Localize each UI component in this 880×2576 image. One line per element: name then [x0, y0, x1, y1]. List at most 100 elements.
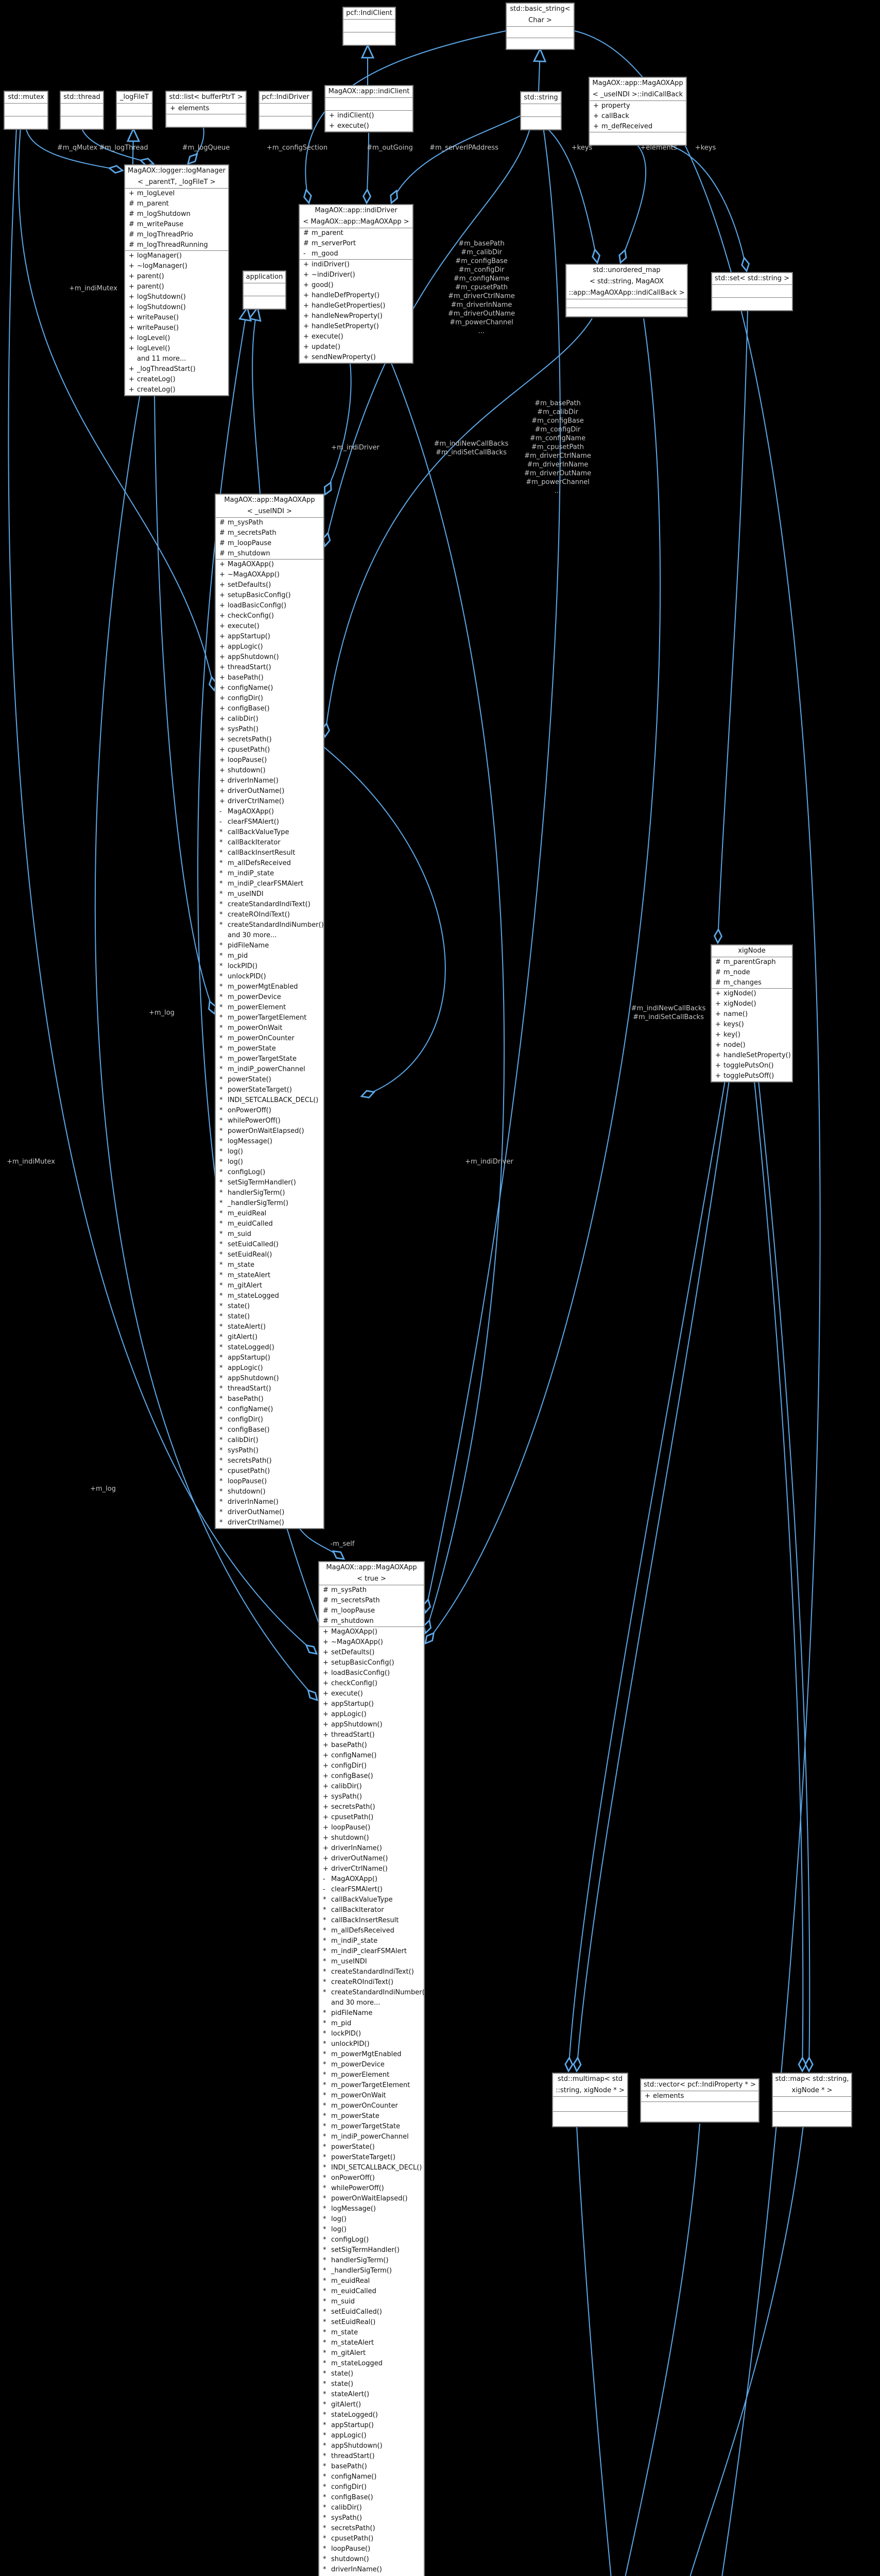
member-name: m_sysPath	[228, 519, 263, 527]
member-visibility: *	[219, 870, 223, 877]
member-visibility: *	[323, 2504, 326, 2512]
member-row: *m_indiP_powerChannel	[319, 2132, 424, 2142]
member-name: createStandardIndiText()	[331, 1968, 414, 1976]
member-name: appLogic()	[331, 1710, 367, 1718]
class-node-magaoxapp-useindi[interactable]: MagAOX::app::MagAOXApp< _useINDI >#m_sys…	[215, 494, 324, 1529]
class-title-line: std::multimap< std	[557, 2075, 623, 2083]
member-row: +xigNode()	[712, 999, 792, 1009]
member-row: *handlerSigTerm()	[319, 2256, 424, 2266]
class-node-indidriver[interactable]: MagAOX::app::indiDriver< MagAOX::app::Ma…	[299, 204, 413, 364]
member-visibility: +	[219, 715, 225, 723]
class-node-multimap[interactable]: std::multimap< std::string, xigNode * >	[552, 2073, 628, 2127]
member-name: powerStateTarget()	[331, 2154, 395, 2161]
edge-label: +keys	[695, 144, 716, 152]
member-name: callBack	[601, 112, 629, 120]
class-node-unordered-map[interactable]: std::unordered_map< std::string, MagAOX:…	[565, 264, 688, 317]
member-row: #m_parentGraph	[712, 957, 792, 968]
member-row: *m_stateAlert	[319, 2338, 424, 2348]
member-row: +parent()	[125, 272, 228, 282]
uml-compartment	[61, 116, 103, 129]
member-visibility: *	[323, 2318, 326, 2326]
member-visibility: +	[715, 1052, 721, 1059]
member-name: m_indiP_state	[331, 1937, 378, 1945]
member-row: * powerStateTarget()	[319, 2153, 424, 2163]
member-row: +appShutdown()	[216, 652, 323, 663]
class-node-magaoxapp-true[interactable]: MagAOX::app::MagAOXApp< true >#m_sysPath…	[318, 1561, 427, 2576]
edge-label-line: #m_driverCtrlName	[524, 452, 591, 460]
member-name: basePath()	[228, 1395, 264, 1403]
member-visibility: *	[323, 2421, 326, 2429]
class-node-vector-indiproperty[interactable]: std::vector< pcf::IndiProperty * >+eleme…	[640, 2078, 760, 2123]
member-visibility: +	[219, 787, 225, 795]
member-name: m_useINDI	[228, 890, 264, 898]
member-row: -clearFSMAlert()	[216, 817, 323, 827]
member-name: m_powerElement	[228, 1004, 286, 1011]
member-visibility: *	[323, 2154, 326, 2161]
member-visibility: #	[323, 1597, 329, 1604]
member-visibility: *	[323, 2535, 326, 2543]
member-visibility: *	[323, 2215, 326, 2223]
member-row: +configDir()	[216, 693, 323, 704]
member-visibility: +	[323, 1772, 329, 1780]
class-node-std-thread[interactable]: std::thread	[60, 91, 104, 130]
relation-edge-28	[568, 1080, 726, 2071]
class-node-std-string[interactable]: std::string	[520, 91, 562, 130]
member-name: configDir()	[331, 2483, 367, 2491]
member-row: *callBackInsertResult	[319, 1916, 424, 1926]
relation-edge-7	[367, 132, 369, 203]
member-row: -MagAOXApp()	[319, 1874, 424, 1885]
member-visibility: +	[219, 684, 225, 692]
member-row: +driverOutName()	[216, 786, 323, 796]
class-node-std-mutex[interactable]: std::mutex	[4, 91, 48, 130]
member-row: and 11 more...	[125, 354, 228, 364]
class-node-xignode[interactable]: xigNode#m_parentGraph#m_node#m_changes+x…	[711, 944, 793, 1082]
member-visibility: *	[219, 1138, 223, 1145]
member-row: +cpusetPath()	[216, 745, 323, 755]
class-node-pcf-indiclient[interactable]: pcf::IndiClient	[342, 7, 396, 46]
class-node-application[interactable]: application	[243, 270, 286, 310]
member-name: handleDefProperty()	[312, 292, 380, 299]
class-node-logmanager[interactable]: MagAOX::logger::logManager< _parentT, _l…	[124, 164, 229, 396]
uml-compartment	[117, 116, 152, 129]
member-visibility: +	[303, 281, 309, 289]
class-node-map-xignode[interactable]: std::map< std::string,xigNode * >	[772, 2073, 852, 2127]
member-row: *m_allDefsReceived	[319, 1926, 424, 1936]
member-visibility: *	[219, 859, 223, 867]
class-node-magaox-indiclient[interactable]: MagAOX::app::indiClient+indiClient()+exe…	[324, 85, 413, 132]
relation-edge-11	[545, 127, 597, 263]
member-name: appStartup()	[228, 1354, 270, 1362]
member-visibility: *	[323, 2442, 326, 2450]
edge-label-line: +m_log	[90, 1485, 116, 1493]
member-row: #m_loopPause	[216, 538, 323, 549]
member-visibility: *	[219, 1189, 223, 1197]
member-row: #m_secretsPath	[216, 528, 323, 538]
member-row: *m_powerTargetElement	[216, 1013, 323, 1023]
member-row: *m_powerMgtEnabled	[216, 982, 323, 992]
member-row: *log()	[216, 1147, 323, 1157]
member-name: m_powerMgtEnabled	[228, 983, 298, 991]
member-visibility: +	[219, 664, 225, 671]
class-title-line: std::vector< pcf::IndiProperty * >	[643, 2081, 756, 2089]
class-node-std-basic-string[interactable]: std::basic_string<Char >	[506, 3, 575, 50]
class-node-std-set[interactable]: std::set< std::string >	[711, 272, 793, 311]
member-name: m_parent	[137, 200, 169, 208]
class-node-pcf-indidriver[interactable]: pcf::IndiDriver	[258, 91, 313, 130]
member-row: #m_writePause	[125, 219, 228, 230]
member-row: +handleSetProperty()	[300, 321, 412, 332]
class-node-indicallback[interactable]: MagAOX::app::MagAOXApp< _useINDI >::indi…	[589, 77, 687, 146]
member-visibility: *	[219, 1055, 223, 1063]
member-name: and 11 more...	[137, 355, 186, 363]
edge-label-line: #m_serverIPAddress	[429, 144, 498, 152]
member-name: property	[601, 102, 630, 110]
member-visibility: *	[323, 2494, 326, 2501]
member-name: secretsPath()	[331, 1803, 375, 1811]
class-node-std-list-bufferptrt[interactable]: std::list< bufferPtrT >+elements	[165, 91, 247, 128]
member-visibility: *	[323, 1968, 326, 1976]
class-node-logfilet[interactable]: _logFileT	[116, 91, 153, 130]
edge-label-line: #m_outGoing	[367, 144, 413, 152]
edge-label: #m_outGoing	[367, 144, 412, 152]
member-name: gitAlert()	[228, 1333, 258, 1341]
member-visibility: *	[323, 2473, 326, 2481]
uml-compartment	[61, 103, 103, 116]
member-name: configDir()	[331, 1762, 367, 1770]
